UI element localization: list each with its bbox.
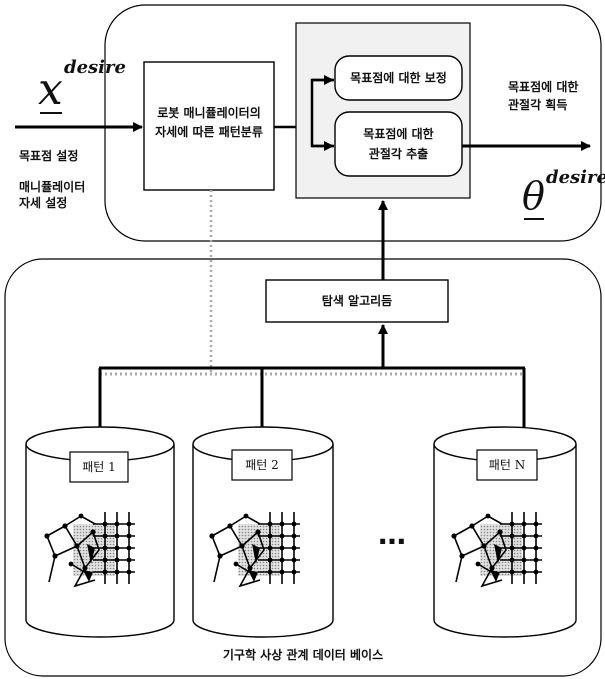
search-algorithm-label: 탐색 알고리듬 (321, 294, 393, 308)
pattern-2-label-box (231, 449, 293, 481)
database-caption: 기구학 사상 관계 데이터 베이스 (222, 648, 384, 662)
pattern-n-label-box (476, 449, 538, 481)
input-symbol-underline (40, 112, 62, 114)
input-symbol-sup: desire (64, 57, 126, 78)
pattern-n-label: 패턴 N (488, 458, 526, 472)
extraction-line2: 관절각 추출 (368, 147, 429, 161)
pattern-classifier-line2: 자세에 따른 패턴분류 (155, 125, 263, 139)
goal-setting-label: 목표점 설정 (19, 149, 79, 163)
extraction-box-frame (334, 111, 463, 177)
pose-setting-line1: 매니퓰레이터 (19, 180, 86, 194)
pose-setting-line2: 자세 설정 (19, 196, 68, 210)
pose-setting-label: 매니퓰레이터 자세 설정 (19, 179, 85, 211)
search-algorithm-box (265, 279, 449, 323)
correction-box-frame (334, 55, 463, 101)
upper-region (104, 4, 602, 242)
pattern-cylinder-n (433, 426, 577, 638)
pattern-ellipsis: … (378, 518, 406, 551)
output-symbol-underline (524, 218, 544, 220)
pattern-classifier-text: 로봇 매니퓰레이터의 자세에 따른 패턴분류 (144, 104, 274, 142)
output-label-line2: 관절각 획득 (508, 98, 568, 112)
input-symbol: x desire (38, 58, 148, 128)
pattern-classifier-line1: 로봇 매니퓰레이터의 (157, 106, 261, 120)
pattern-cylinder-1 (25, 426, 175, 638)
output-label: 목표점에 대한 관절각 획득 (508, 78, 578, 114)
input-symbol-base: x (38, 64, 63, 115)
pattern-2-label: 패턴 2 (245, 458, 279, 472)
output-symbol-sup: desire (546, 167, 605, 188)
output-symbol-base: θ (522, 174, 545, 218)
pattern-1-label-box (69, 451, 129, 483)
extraction-line1: 목표점에 대한 (363, 127, 434, 141)
lower-region (4, 258, 602, 677)
pattern-cylinder-2 (192, 426, 334, 638)
correction-label: 목표점에 대한 보정 (350, 71, 447, 85)
extraction-label: 목표점에 대한 관절각 추출 (335, 124, 462, 164)
output-symbol: θ desire (512, 168, 605, 228)
output-label-line1: 목표점에 대한 (508, 80, 579, 94)
pattern-classifier-box (143, 61, 275, 191)
pattern-1-label: 패턴 1 (82, 460, 116, 474)
